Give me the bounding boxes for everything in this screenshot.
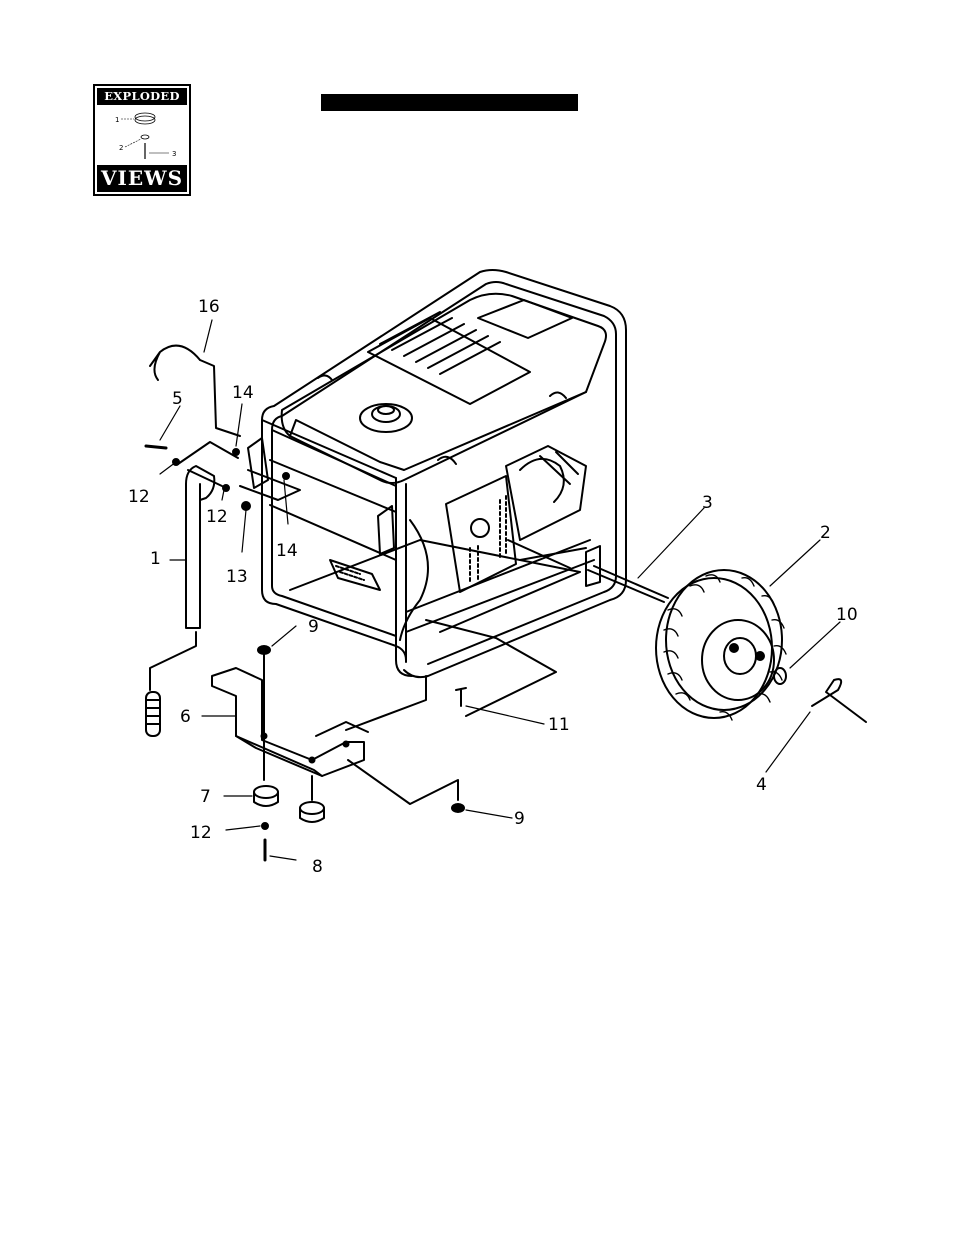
callout-14-top: 14 — [232, 383, 254, 403]
handle-fasteners — [146, 442, 300, 510]
callout-12-bottom: 12 — [190, 823, 212, 843]
callout-11: 11 — [548, 715, 570, 735]
part-9-nut-bottom — [348, 760, 464, 812]
callout-7: 7 — [200, 787, 211, 807]
callout-12-mid: 12 — [206, 507, 228, 527]
callout-3: 3 — [702, 493, 713, 513]
callout-16: 16 — [198, 297, 220, 317]
callout-10: 10 — [836, 605, 858, 625]
callout-13: 13 — [226, 567, 248, 587]
callout-6: 6 — [180, 707, 191, 727]
callout-5: 5 — [172, 389, 183, 409]
callout-8: 8 — [312, 857, 323, 877]
part-6-bracket — [212, 668, 368, 776]
part-9-nut-top — [258, 646, 270, 780]
frame-bracket-left — [248, 438, 268, 488]
callout-9-bottom: 9 — [514, 809, 525, 829]
callout-14-bottom: 14 — [276, 541, 298, 561]
callout-12-left: 12 — [128, 487, 150, 507]
part-1-handle — [146, 466, 214, 736]
part-2-wheel — [656, 570, 786, 720]
callout-1: 1 — [150, 549, 161, 569]
part-7-rubber-foot — [254, 776, 324, 822]
callout-2: 2 — [820, 523, 831, 543]
part-8-bolt — [262, 823, 268, 860]
part-4-pin — [812, 679, 866, 722]
callout-4: 4 — [756, 775, 767, 795]
frame-bracket-right — [378, 506, 394, 554]
part-16-lanyard — [150, 346, 240, 436]
callout-9-top: 9 — [308, 617, 319, 637]
